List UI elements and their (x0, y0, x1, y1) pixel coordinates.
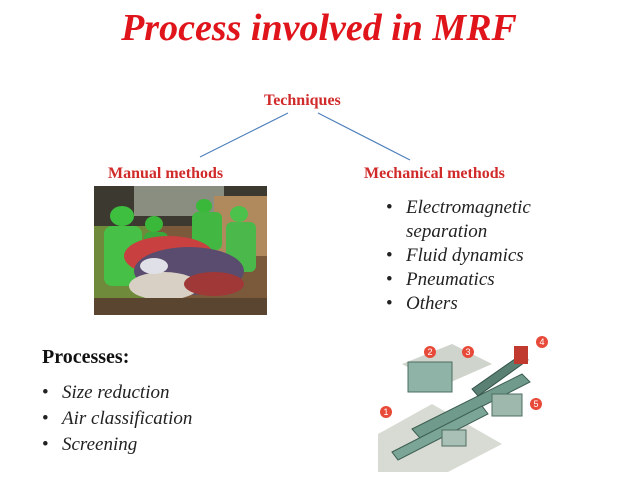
step-marker (424, 346, 436, 358)
workers-sorting-photo (94, 186, 267, 315)
manual-methods-label: Manual methods (108, 165, 224, 182)
step-number: 1 (383, 407, 388, 417)
step-number: 3 (465, 347, 470, 357)
processes-heading: Processes: (42, 346, 130, 368)
list-item: Size reduction (40, 380, 300, 406)
list-item: Screening (40, 432, 300, 458)
step-number: 2 (427, 347, 432, 357)
list-item: Electromagnetic separation (384, 196, 604, 244)
step-marker (530, 398, 542, 410)
mechanical-methods-list: Electromagnetic separation Fluid dynamic… (384, 196, 604, 316)
step-number: 4 (539, 337, 544, 347)
step-marker (462, 346, 474, 358)
list-item: Air classification (40, 406, 300, 432)
step-marker (536, 336, 548, 348)
list-item: Fluid dynamics (384, 244, 604, 268)
slide-title: Process involved in MRF (121, 7, 517, 49)
list-item: Pneumatics (384, 268, 604, 292)
step-marker (380, 406, 392, 418)
mechanical-methods-label: Mechanical methods (364, 165, 505, 182)
step-number: 5 (533, 399, 538, 409)
processes-list: Size reduction Air classification Screen… (40, 380, 300, 458)
mrf-conveyor-diagram: 2 3 4 5 1 (372, 334, 562, 472)
list-item: Others (384, 292, 604, 316)
techniques-label: Techniques (264, 92, 341, 109)
